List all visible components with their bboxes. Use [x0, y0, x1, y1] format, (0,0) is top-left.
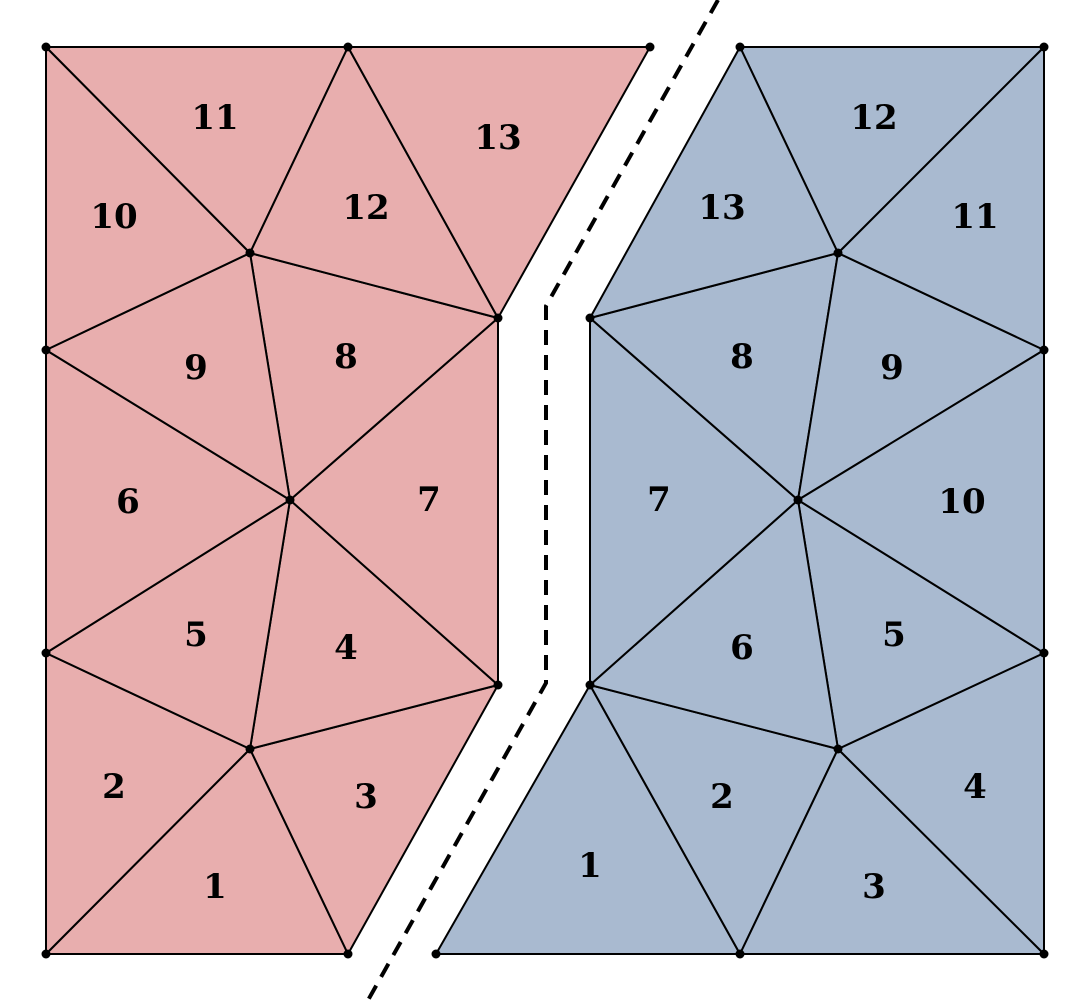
right-vertex	[735, 42, 745, 52]
left-triangle-label-9: 9	[184, 348, 208, 388]
right-triangle-label-8: 8	[730, 337, 754, 377]
left-triangle-label-11: 11	[191, 98, 238, 138]
right-triangle-label-3: 3	[862, 867, 886, 907]
right-vertex	[1039, 345, 1049, 355]
left-triangle-13	[347, 46, 651, 319]
right-triangle-label-9: 9	[880, 348, 904, 388]
right-vertex	[431, 949, 441, 959]
left-vertex	[41, 42, 51, 52]
right-triangle-label-2: 2	[710, 777, 734, 817]
right-triangle-label-1: 1	[578, 846, 602, 886]
right-triangle-label-7: 7	[647, 480, 671, 520]
left-triangle-label-3: 3	[354, 777, 378, 817]
left-triangle-label-7: 7	[417, 480, 441, 520]
cut-line	[365, 0, 720, 1002]
left-triangle-label-8: 8	[334, 337, 358, 377]
right-triangle-label-6: 6	[730, 628, 754, 668]
left-vertex	[41, 345, 51, 355]
left-vertex	[343, 42, 353, 52]
right-triangle-label-4: 4	[963, 767, 987, 807]
right-triangle-label-5: 5	[882, 615, 906, 655]
left-triangle-label-1: 1	[203, 867, 227, 907]
right-vertex	[833, 248, 843, 258]
right-vertex	[833, 744, 843, 754]
left-vertex	[645, 42, 655, 52]
right-vertex	[585, 680, 595, 690]
left-triangle-label-6: 6	[116, 482, 140, 522]
left-triangle-label-2: 2	[102, 767, 126, 807]
right-triangle-label-11: 11	[951, 197, 998, 237]
right-triangle-label-10: 10	[938, 482, 985, 522]
left-triangle-label-12: 12	[342, 188, 389, 228]
right-vertex	[1039, 42, 1049, 52]
right-vertex	[793, 495, 803, 505]
left-triangle-label-10: 10	[90, 197, 137, 237]
right-triangle-label-12: 12	[850, 98, 897, 138]
right-vertex	[585, 313, 595, 323]
right-triangle-13	[589, 46, 839, 319]
left-vertex	[285, 495, 295, 505]
left-vertex	[41, 949, 51, 959]
right-triangle-10	[797, 349, 1045, 654]
left-triangle-label-4: 4	[334, 628, 358, 668]
right-vertex	[735, 949, 745, 959]
left-vertex	[245, 744, 255, 754]
right-vertex	[1039, 648, 1049, 658]
right-triangle-label-13: 13	[698, 188, 745, 228]
left-triangle-label-13: 13	[474, 118, 521, 158]
left-vertex	[41, 648, 51, 658]
right-vertex	[1039, 949, 1049, 959]
left-triangle-label-5: 5	[184, 615, 208, 655]
left-vertex	[493, 680, 503, 690]
left-vertex	[343, 949, 353, 959]
left-vertex	[493, 313, 503, 323]
left-vertex	[245, 248, 255, 258]
